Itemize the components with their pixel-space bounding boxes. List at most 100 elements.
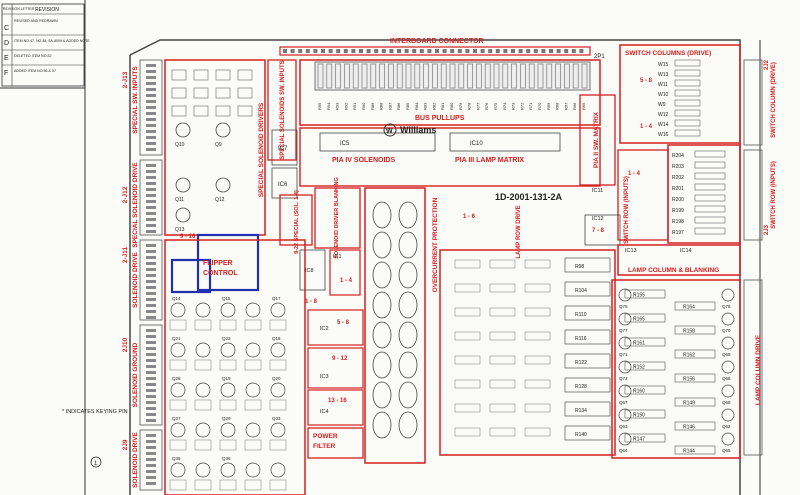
- left-connector-pin: [146, 407, 156, 410]
- sol-ground-label: SOLENOID GROUND: [132, 342, 139, 407]
- sw-col-drive-label: SWITCH COLUMN (DRIVE): [771, 62, 777, 138]
- sol-transistor: [270, 302, 286, 318]
- ic2-label: IC2: [320, 326, 329, 332]
- left-connector-pin: [146, 329, 156, 332]
- left-connector-pin: [146, 316, 156, 319]
- lamp-col-resistor: [624, 361, 666, 371]
- switch-col-component: [674, 109, 701, 117]
- transistor: [175, 122, 191, 138]
- left-connector-pin: [146, 188, 156, 191]
- pullup-resistor: [396, 63, 403, 89]
- lamp-row-resistor: [564, 377, 611, 393]
- lamp-row-resistor: [564, 329, 611, 345]
- pullup-ref: R83: [423, 102, 428, 110]
- resistor: [237, 87, 253, 99]
- connector-pin: [571, 49, 576, 53]
- connector-pin: [503, 49, 508, 53]
- switch-col-ref: W15: [658, 62, 669, 68]
- rev-note-f: ADDED ITEM NO.56 & 57: [14, 69, 56, 73]
- sol-resistor: [269, 399, 287, 411]
- lamp-col-resistor: [674, 301, 716, 311]
- switch-row-resistor: [694, 183, 726, 191]
- sol-resistor: [244, 359, 262, 371]
- part-number: 1D-2001-131-2A: [495, 192, 563, 202]
- lamp-col-ref: R156: [683, 377, 695, 383]
- resistor: [215, 69, 231, 81]
- lamp-col-blanking-label: LAMP COLUMN & BLANKING: [628, 267, 719, 274]
- rev-header: REVISION: [35, 7, 59, 13]
- pullup-ref: R65: [581, 102, 586, 110]
- special-sols-sw-label: SPECIAL SOLENOIDS SW. INPUTS: [280, 60, 286, 159]
- lamp-row-component: [524, 283, 551, 293]
- sol-transistor: [270, 342, 286, 358]
- lamp-col-transistor-ref: Q67: [619, 400, 628, 405]
- connector-pin: [313, 49, 318, 53]
- switch-row-resistor: [694, 194, 726, 202]
- sol-transistor: [245, 382, 261, 398]
- connector-pin: [366, 49, 371, 53]
- lamp-row-component: [524, 307, 551, 317]
- overcurrent-region: OVERCURRENT PROTECTION: [364, 187, 439, 464]
- left-connector-pin: [146, 212, 156, 215]
- left-connector-pin: [146, 335, 156, 338]
- bus-pullups-label: BUS PULLUPS: [415, 115, 465, 122]
- connector-pin: [427, 49, 432, 53]
- left-connector-pin: [146, 359, 156, 362]
- sol-resistor: [269, 479, 287, 491]
- lamp-row-resistor: [564, 353, 611, 369]
- pullup-resistor: [432, 63, 438, 89]
- power-filter-label-1: POWER: [313, 433, 338, 440]
- left-connector-pin: [146, 200, 156, 203]
- left-connector-pin: [146, 434, 156, 437]
- capacitor: [398, 351, 418, 379]
- connector-pin: [541, 49, 546, 53]
- left-connector-pin: [146, 218, 156, 221]
- connector-pin: [419, 49, 424, 53]
- 2j3-label: 2J3: [764, 224, 770, 235]
- williams-w-glyph: W: [386, 128, 393, 135]
- pullup-resistor: [370, 63, 377, 89]
- lamp-column-drive-label: LAMP COLUMN DRIVE: [755, 334, 762, 405]
- lamp-col-transistor: [721, 384, 735, 398]
- left-connector-pin: [146, 244, 156, 247]
- sol-transistor: [195, 382, 211, 398]
- pullup-ref: R85: [405, 102, 410, 110]
- pia-region: IC5 IC10 PIA IV SOLENOIDS PIA III LAMP M…: [299, 123, 601, 187]
- lamp-col-transistor-ref: Q69: [722, 352, 731, 357]
- rev-note-c: REVISED AND REDRAWN: [14, 19, 58, 23]
- lamp-row-component: [489, 403, 516, 413]
- lamp-col-transistor-ref: Q76: [722, 304, 731, 309]
- rev-note-d: ITEM NO.47, NO.48, 5A-8009 & ADDED NOTE: [14, 39, 90, 43]
- capacitor: [398, 231, 418, 259]
- pullup-ref: R73: [511, 102, 516, 110]
- transistor-ref: Q9: [215, 142, 222, 148]
- 2j10-label: 2J10: [122, 337, 129, 352]
- pullup-resistor: [449, 63, 456, 89]
- pullup-ref: R93: [335, 102, 340, 110]
- switch-col-ref: W10: [658, 92, 669, 98]
- pullup-resistor: [423, 63, 429, 89]
- lamp-col-transistor: [618, 432, 632, 446]
- pullup-ref: R78: [467, 102, 472, 110]
- switch-row-ref: R204: [672, 153, 684, 159]
- lamp-row-ref: R140: [575, 432, 587, 438]
- lamp-col-ref: R150: [633, 413, 645, 419]
- pullup-resistor: [564, 63, 570, 89]
- lamp-col-transistor: [618, 288, 632, 302]
- pullup-ref: R84: [414, 102, 419, 110]
- sol-transistor: [245, 422, 261, 438]
- capacitor: [372, 291, 392, 319]
- switch-col-component: [674, 89, 701, 97]
- capacitor: [398, 261, 418, 289]
- lamp-col-transistor: [721, 360, 735, 374]
- lamp-row-ref: R110: [575, 312, 587, 318]
- left-connector-pin: [146, 446, 156, 449]
- pullup-ref: R69: [546, 102, 551, 110]
- capacitor: [398, 411, 418, 439]
- connector-pin: [518, 49, 523, 53]
- left-connector-pin: [146, 347, 156, 350]
- sol-resistor: [244, 479, 262, 491]
- switch-col-ref: W16: [658, 132, 669, 138]
- pullup-ref: R74: [502, 102, 507, 110]
